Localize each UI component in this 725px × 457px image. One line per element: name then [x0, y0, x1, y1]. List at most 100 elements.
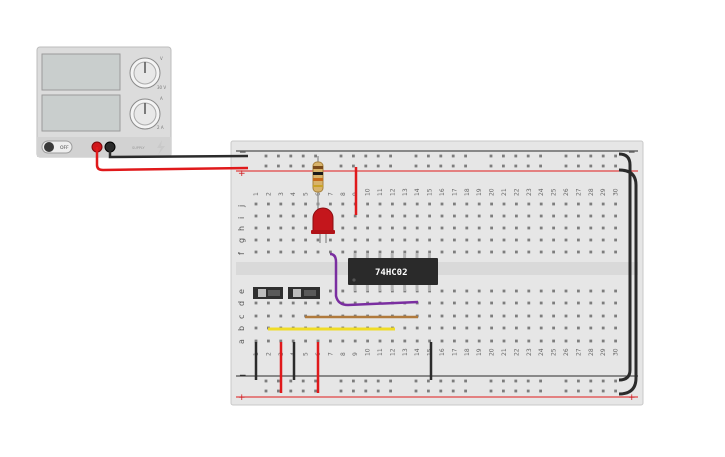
rail-hole[interactable] [489, 379, 493, 383]
rail-hole[interactable] [364, 164, 368, 168]
rail-hole[interactable] [564, 164, 568, 168]
rail-hole[interactable] [376, 379, 380, 383]
rail-hole[interactable] [352, 379, 355, 383]
terminal-hole[interactable] [366, 202, 369, 206]
terminal-hole[interactable] [601, 238, 605, 242]
rail-hole[interactable] [427, 154, 430, 158]
terminal-hole[interactable] [440, 226, 444, 230]
terminal-hole[interactable] [453, 214, 456, 218]
rail-hole[interactable] [264, 389, 268, 393]
terminal-hole[interactable] [577, 339, 580, 343]
terminal-hole[interactable] [601, 214, 605, 218]
terminal-hole[interactable] [589, 226, 593, 230]
terminal-hole[interactable] [589, 339, 593, 343]
purple-wire[interactable] [329, 252, 419, 307]
terminal-hole[interactable] [477, 202, 481, 206]
terminal-hole[interactable] [440, 339, 444, 343]
terminal-hole[interactable] [304, 250, 307, 254]
terminal-hole[interactable] [527, 301, 531, 305]
rail-hole[interactable] [464, 379, 467, 383]
terminal-hole[interactable] [415, 202, 419, 206]
terminal-hole[interactable] [589, 314, 593, 318]
rail-hole[interactable] [289, 379, 293, 383]
terminal-hole[interactable] [477, 226, 481, 230]
rail-hole[interactable] [589, 164, 593, 168]
terminal-hole[interactable] [378, 339, 382, 343]
terminal-hole[interactable] [465, 238, 469, 242]
terminal-hole[interactable] [254, 301, 258, 305]
terminal-hole[interactable] [329, 238, 332, 242]
terminal-hole[interactable] [490, 202, 493, 206]
terminal-hole[interactable] [428, 326, 431, 330]
rail-hole[interactable] [439, 164, 443, 168]
rail-hole[interactable] [539, 379, 542, 383]
terminal-hole[interactable] [440, 289, 444, 293]
rail-hole[interactable] [364, 154, 368, 158]
terminal-hole[interactable] [490, 326, 493, 330]
terminal-hole[interactable] [552, 214, 555, 218]
rail-hole[interactable] [564, 379, 568, 383]
terminal-hole[interactable] [502, 250, 506, 254]
terminal-hole[interactable] [490, 226, 493, 230]
rail-hole[interactable] [489, 164, 493, 168]
terminal-hole[interactable] [601, 339, 605, 343]
terminal-hole[interactable] [465, 314, 469, 318]
rail-hole[interactable] [277, 389, 280, 393]
slide-switch-1[interactable] [253, 287, 283, 299]
terminal-hole[interactable] [453, 250, 456, 254]
terminal-hole[interactable] [304, 226, 307, 230]
terminal-hole[interactable] [552, 226, 555, 230]
terminal-hole[interactable] [341, 202, 345, 206]
terminal-hole[interactable] [291, 202, 295, 206]
rail-hole[interactable] [589, 389, 593, 393]
terminal-hole[interactable] [465, 326, 469, 330]
resistor[interactable] [312, 156, 324, 210]
rail-hole[interactable] [289, 389, 293, 393]
terminal-hole[interactable] [552, 250, 555, 254]
terminal-hole[interactable] [329, 202, 332, 206]
terminal-hole[interactable] [614, 314, 617, 318]
rail-hole[interactable] [414, 389, 418, 393]
terminal-hole[interactable] [564, 226, 568, 230]
terminal-hole[interactable] [577, 289, 580, 293]
terminal-hole[interactable] [353, 214, 357, 218]
terminal-hole[interactable] [254, 214, 258, 218]
rail-hole[interactable] [427, 164, 430, 168]
terminal-hole[interactable] [527, 238, 531, 242]
terminal-hole[interactable] [415, 238, 419, 242]
rail-hole[interactable] [489, 154, 493, 158]
terminal-hole[interactable] [304, 301, 307, 305]
terminal-hole[interactable] [341, 289, 345, 293]
rail-hole[interactable] [277, 379, 280, 383]
terminal-hole[interactable] [453, 314, 456, 318]
terminal-hole[interactable] [403, 202, 407, 206]
terminal-hole[interactable] [577, 301, 580, 305]
rail-hole[interactable] [289, 164, 293, 168]
terminal-hole[interactable] [502, 238, 506, 242]
terminal-hole[interactable] [366, 250, 369, 254]
terminal-hole[interactable] [415, 326, 419, 330]
terminal-hole[interactable] [539, 226, 543, 230]
terminal-hole[interactable] [589, 289, 593, 293]
rail-hole[interactable] [389, 379, 392, 383]
terminal-hole[interactable] [279, 339, 283, 343]
rail-hole[interactable] [577, 379, 580, 383]
terminal-hole[interactable] [564, 326, 568, 330]
terminal-hole[interactable] [267, 214, 270, 218]
terminal-hole[interactable] [477, 250, 481, 254]
terminal-hole[interactable] [552, 339, 555, 343]
terminal-hole[interactable] [589, 250, 593, 254]
terminal-hole[interactable] [279, 226, 283, 230]
terminal-hole[interactable] [589, 238, 593, 242]
terminal-hole[interactable] [490, 301, 493, 305]
terminal-hole[interactable] [403, 226, 407, 230]
rail-hole[interactable] [489, 389, 493, 393]
terminal-hole[interactable] [614, 326, 617, 330]
terminal-hole[interactable] [254, 314, 258, 318]
rail-hole[interactable] [414, 379, 418, 383]
terminal-hole[interactable] [490, 250, 493, 254]
terminal-hole[interactable] [341, 214, 345, 218]
terminal-hole[interactable] [515, 314, 518, 318]
terminal-hole[interactable] [428, 226, 431, 230]
